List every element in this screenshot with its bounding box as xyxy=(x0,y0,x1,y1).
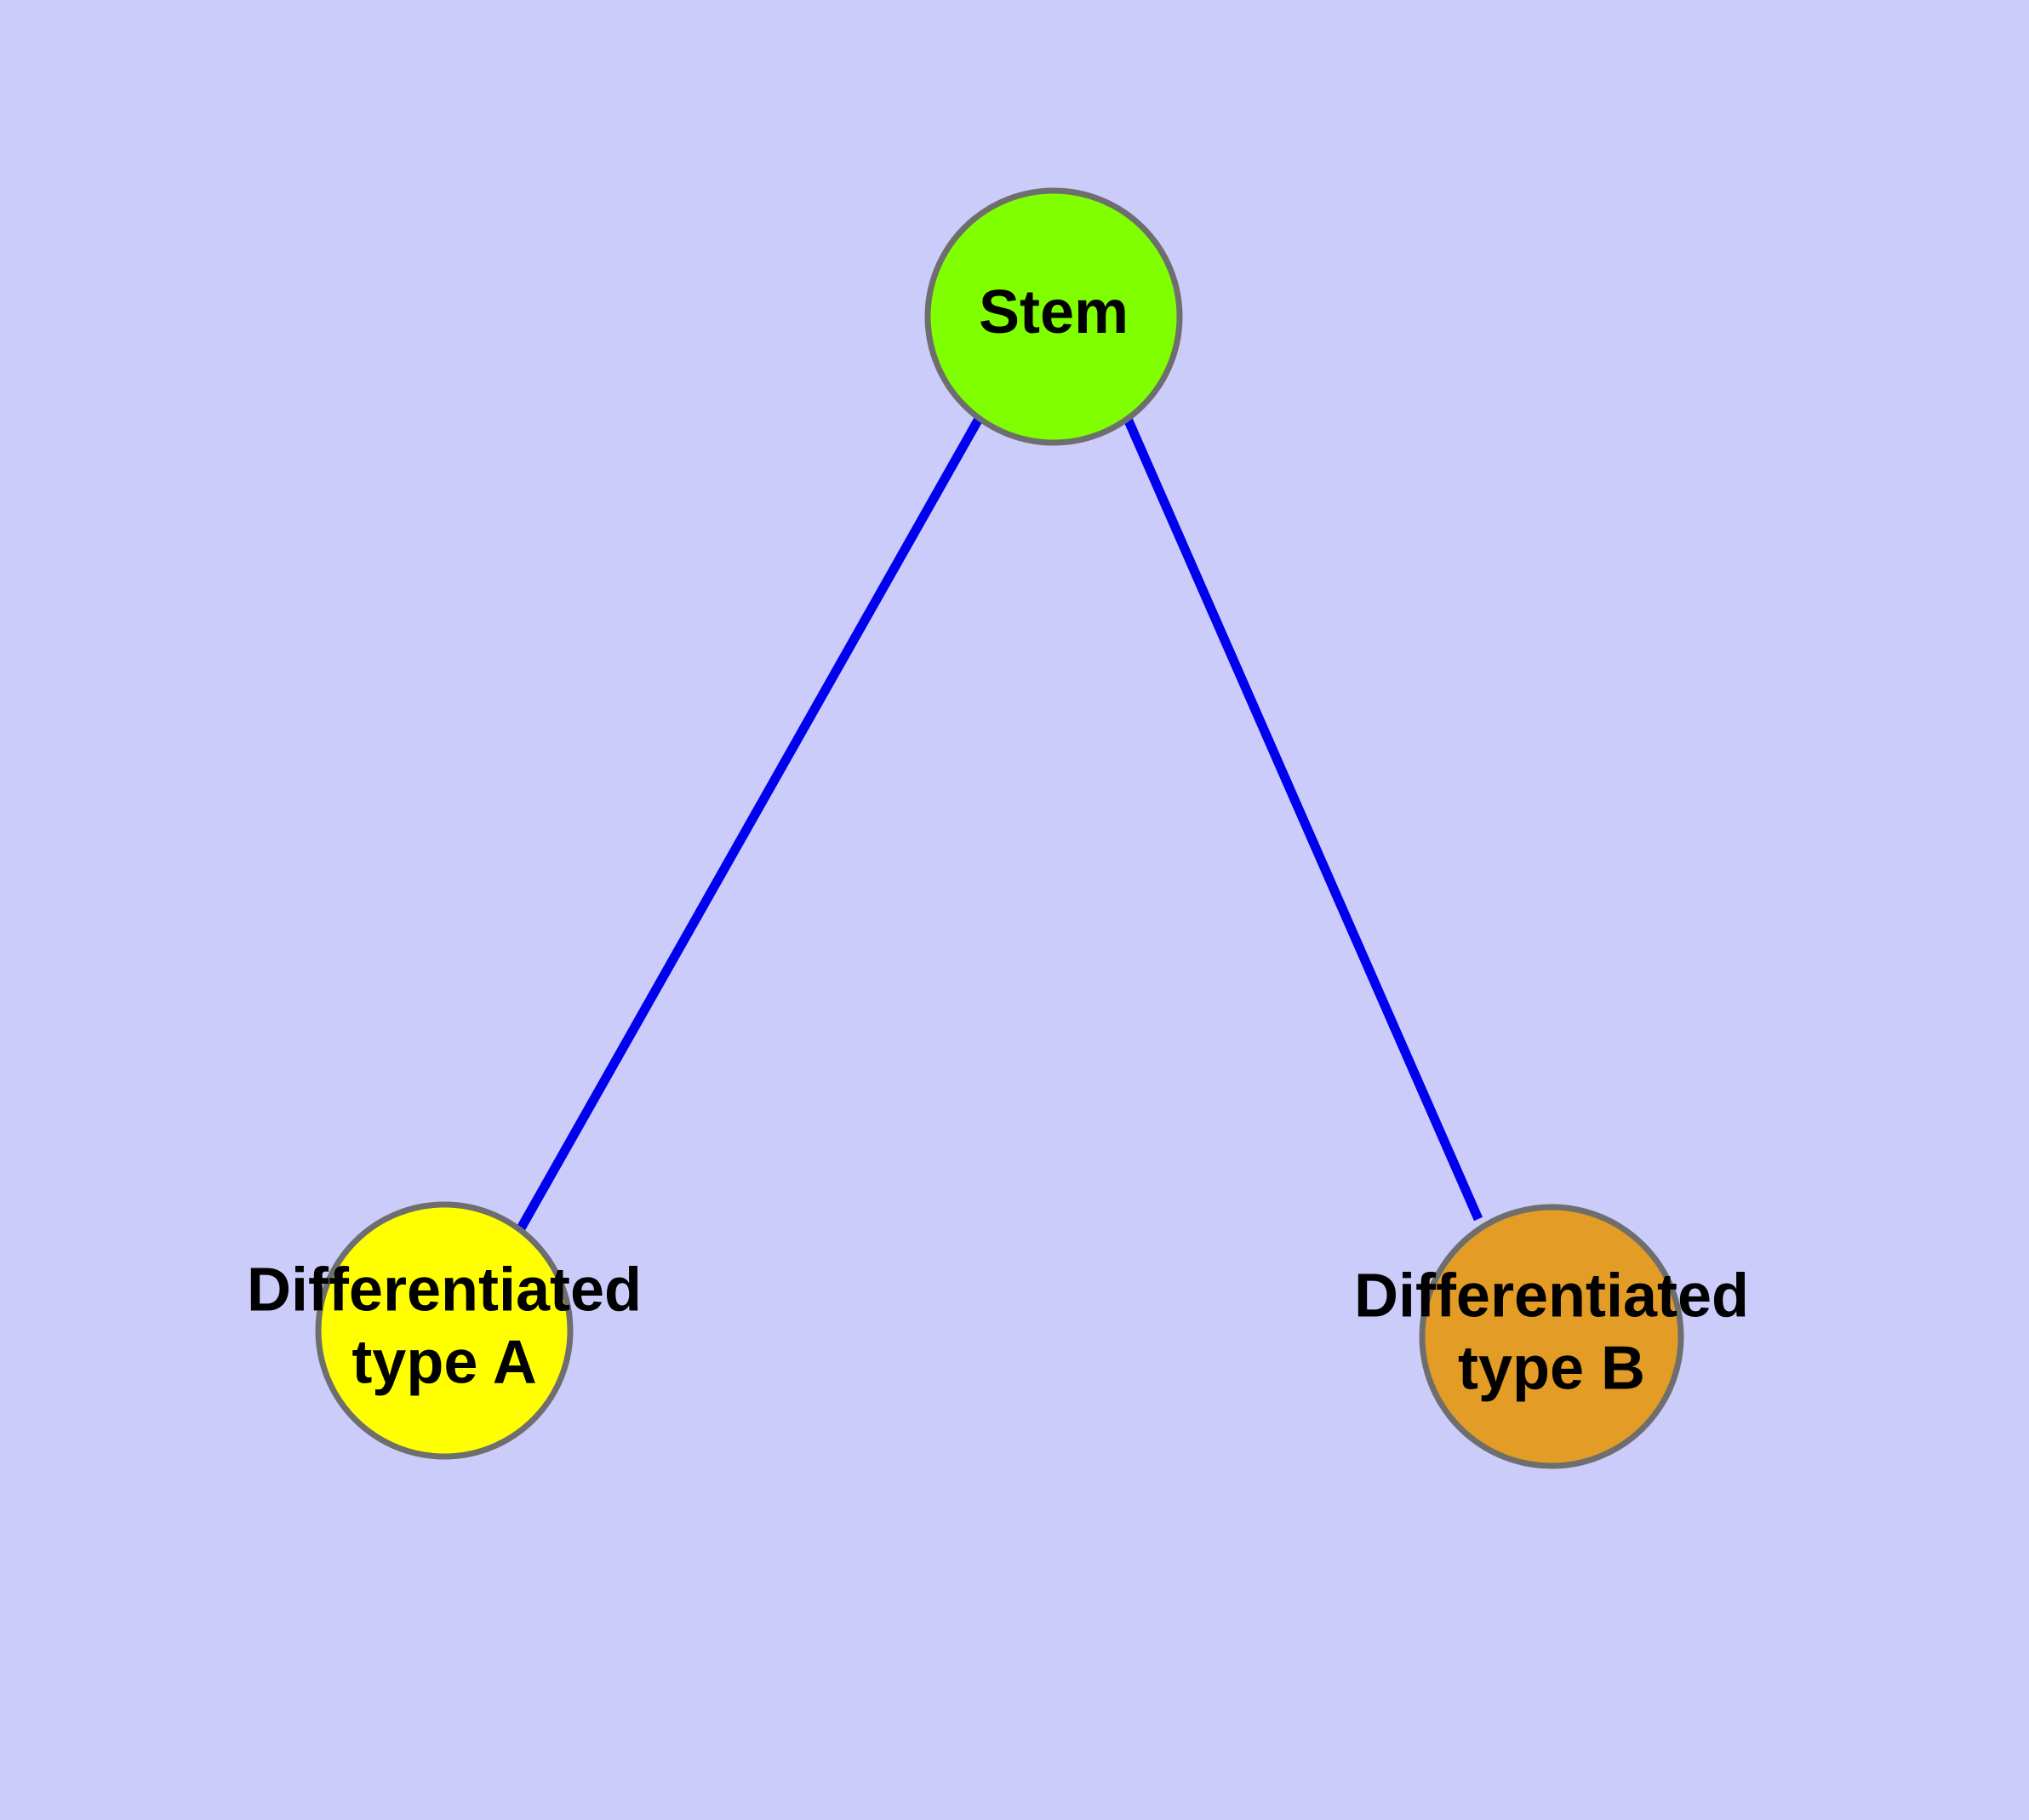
node-label-line: type A xyxy=(352,1328,536,1396)
edge-stem-diff_a[interactable] xyxy=(517,416,983,1231)
node-stem[interactable] xyxy=(924,187,1183,446)
node-label-line: type B xyxy=(1458,1334,1645,1402)
node-label-line: Differentiated xyxy=(1354,1262,1749,1331)
node-diff_a[interactable] xyxy=(315,1201,574,1460)
node-label-line: Differentiated xyxy=(247,1256,642,1325)
node-label-line: Stem xyxy=(979,278,1129,346)
node-label-stem: Stem xyxy=(979,278,1129,346)
edge-stem-diff_b[interactable] xyxy=(1123,416,1483,1222)
nodes-layer xyxy=(315,187,1684,1469)
node-diff_b[interactable] xyxy=(1419,1204,1684,1469)
edges-layer xyxy=(517,416,1483,1231)
